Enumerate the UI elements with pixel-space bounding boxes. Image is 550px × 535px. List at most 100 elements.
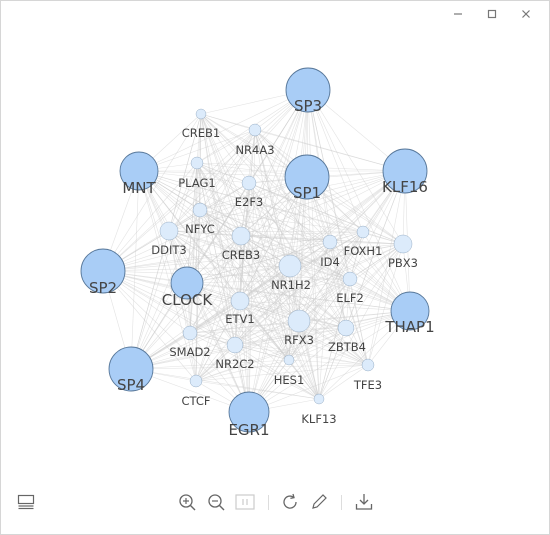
graph-edge — [248, 243, 404, 413]
graph-edge — [130, 162, 198, 370]
graph-edge — [248, 182, 291, 267]
node-label: NR2C2 — [215, 357, 254, 371]
graph-node[interactable] — [108, 346, 154, 392]
graph-edge — [234, 235, 242, 346]
graph-edge — [138, 170, 300, 322]
download-icon[interactable] — [353, 491, 375, 513]
graph-edge — [102, 270, 320, 400]
graph-node[interactable] — [230, 291, 250, 311]
graph-node[interactable] — [283, 354, 295, 366]
graph-edge — [102, 270, 300, 322]
graph-node[interactable] — [390, 291, 430, 331]
node-label: SP3 — [294, 97, 322, 115]
graph-edge — [234, 344, 369, 366]
graph-node[interactable] — [361, 358, 375, 372]
graph-edge — [307, 89, 320, 400]
node-label: FOXH1 — [344, 244, 383, 258]
graph-node[interactable] — [284, 154, 330, 200]
graph-edge — [130, 235, 242, 370]
graph-edge — [195, 235, 242, 382]
graph-edge — [195, 231, 364, 382]
graph-edge — [289, 265, 411, 312]
graph-node[interactable] — [80, 248, 126, 294]
graph-node[interactable] — [356, 225, 370, 239]
graph-edge — [168, 170, 406, 232]
graph-edge — [186, 241, 331, 284]
graph-node[interactable] — [195, 108, 207, 120]
graph-node[interactable] — [170, 266, 204, 300]
graph-edge — [200, 113, 250, 184]
graph-edge — [318, 241, 331, 400]
graph-edge — [239, 170, 406, 302]
graph-node[interactable] — [393, 234, 413, 254]
node-label: CREB1 — [182, 126, 221, 140]
graph-node[interactable] — [285, 67, 331, 113]
graph-node[interactable] — [159, 221, 179, 241]
graph-edge — [102, 162, 198, 272]
graph-edge — [186, 282, 320, 400]
graph-node[interactable] — [231, 226, 251, 246]
graph-edge — [130, 170, 406, 370]
close-icon[interactable] — [511, 7, 541, 21]
graph-edge — [307, 89, 347, 329]
graph-edge — [196, 162, 201, 211]
graph-node[interactable] — [337, 319, 355, 337]
graph-node[interactable] — [192, 202, 208, 218]
graph-node[interactable] — [228, 391, 270, 433]
graph-node[interactable] — [322, 234, 338, 250]
graph-node[interactable] — [189, 374, 203, 388]
graph-edge — [168, 162, 198, 232]
graph-node[interactable] — [248, 123, 262, 137]
graph-edge — [189, 332, 320, 400]
graph-node[interactable] — [342, 271, 358, 287]
graph-edge — [168, 230, 369, 366]
graph-edge — [102, 270, 197, 382]
graph-edge — [138, 129, 256, 172]
graph-node[interactable] — [287, 309, 311, 333]
graph-edge — [168, 230, 197, 382]
graph-edge — [289, 265, 320, 400]
graph-edge — [345, 243, 404, 329]
graph-edge — [234, 344, 290, 361]
node-label: RFX3 — [284, 333, 314, 347]
graph-node[interactable] — [182, 325, 198, 341]
node-label: CLOCK — [162, 291, 214, 309]
graph-edge — [130, 359, 290, 370]
restore-icon[interactable] — [279, 491, 301, 513]
minimize-icon[interactable] — [443, 7, 473, 21]
graph-node[interactable] — [226, 336, 244, 354]
graph-edge — [240, 89, 309, 237]
zoom-reset-icon[interactable] — [234, 491, 256, 513]
graph-node[interactable] — [241, 175, 257, 191]
maximize-icon[interactable] — [477, 7, 507, 21]
graph-edge — [199, 182, 250, 211]
graph-edge — [318, 243, 404, 400]
graph-edge — [288, 310, 411, 361]
node-label: ELF2 — [336, 291, 364, 305]
graph-node[interactable] — [190, 156, 204, 170]
graph-node[interactable] — [382, 148, 428, 194]
graph-node[interactable] — [119, 151, 159, 191]
zoom-out-icon[interactable] — [205, 491, 227, 513]
node-label: EGR1 — [228, 421, 269, 439]
graph-edge — [307, 89, 369, 366]
edit-icon[interactable] — [308, 491, 330, 513]
graph-node[interactable] — [278, 254, 302, 278]
zoom-in-icon[interactable] — [176, 491, 198, 513]
graph-edge — [189, 170, 406, 334]
graph-edge — [306, 176, 411, 312]
graph-edge — [195, 344, 236, 382]
graph-node[interactable] — [313, 393, 325, 405]
graph-edge — [234, 170, 406, 346]
data-view-icon[interactable] — [15, 491, 37, 513]
graph-edge — [200, 113, 411, 312]
graph-edge — [240, 170, 406, 237]
graph-edge — [240, 231, 364, 237]
graph-edge — [130, 368, 320, 400]
graph-edge — [189, 332, 369, 366]
graph-edge — [298, 241, 331, 322]
graph-edge — [288, 359, 369, 366]
graph-edge — [195, 320, 300, 382]
